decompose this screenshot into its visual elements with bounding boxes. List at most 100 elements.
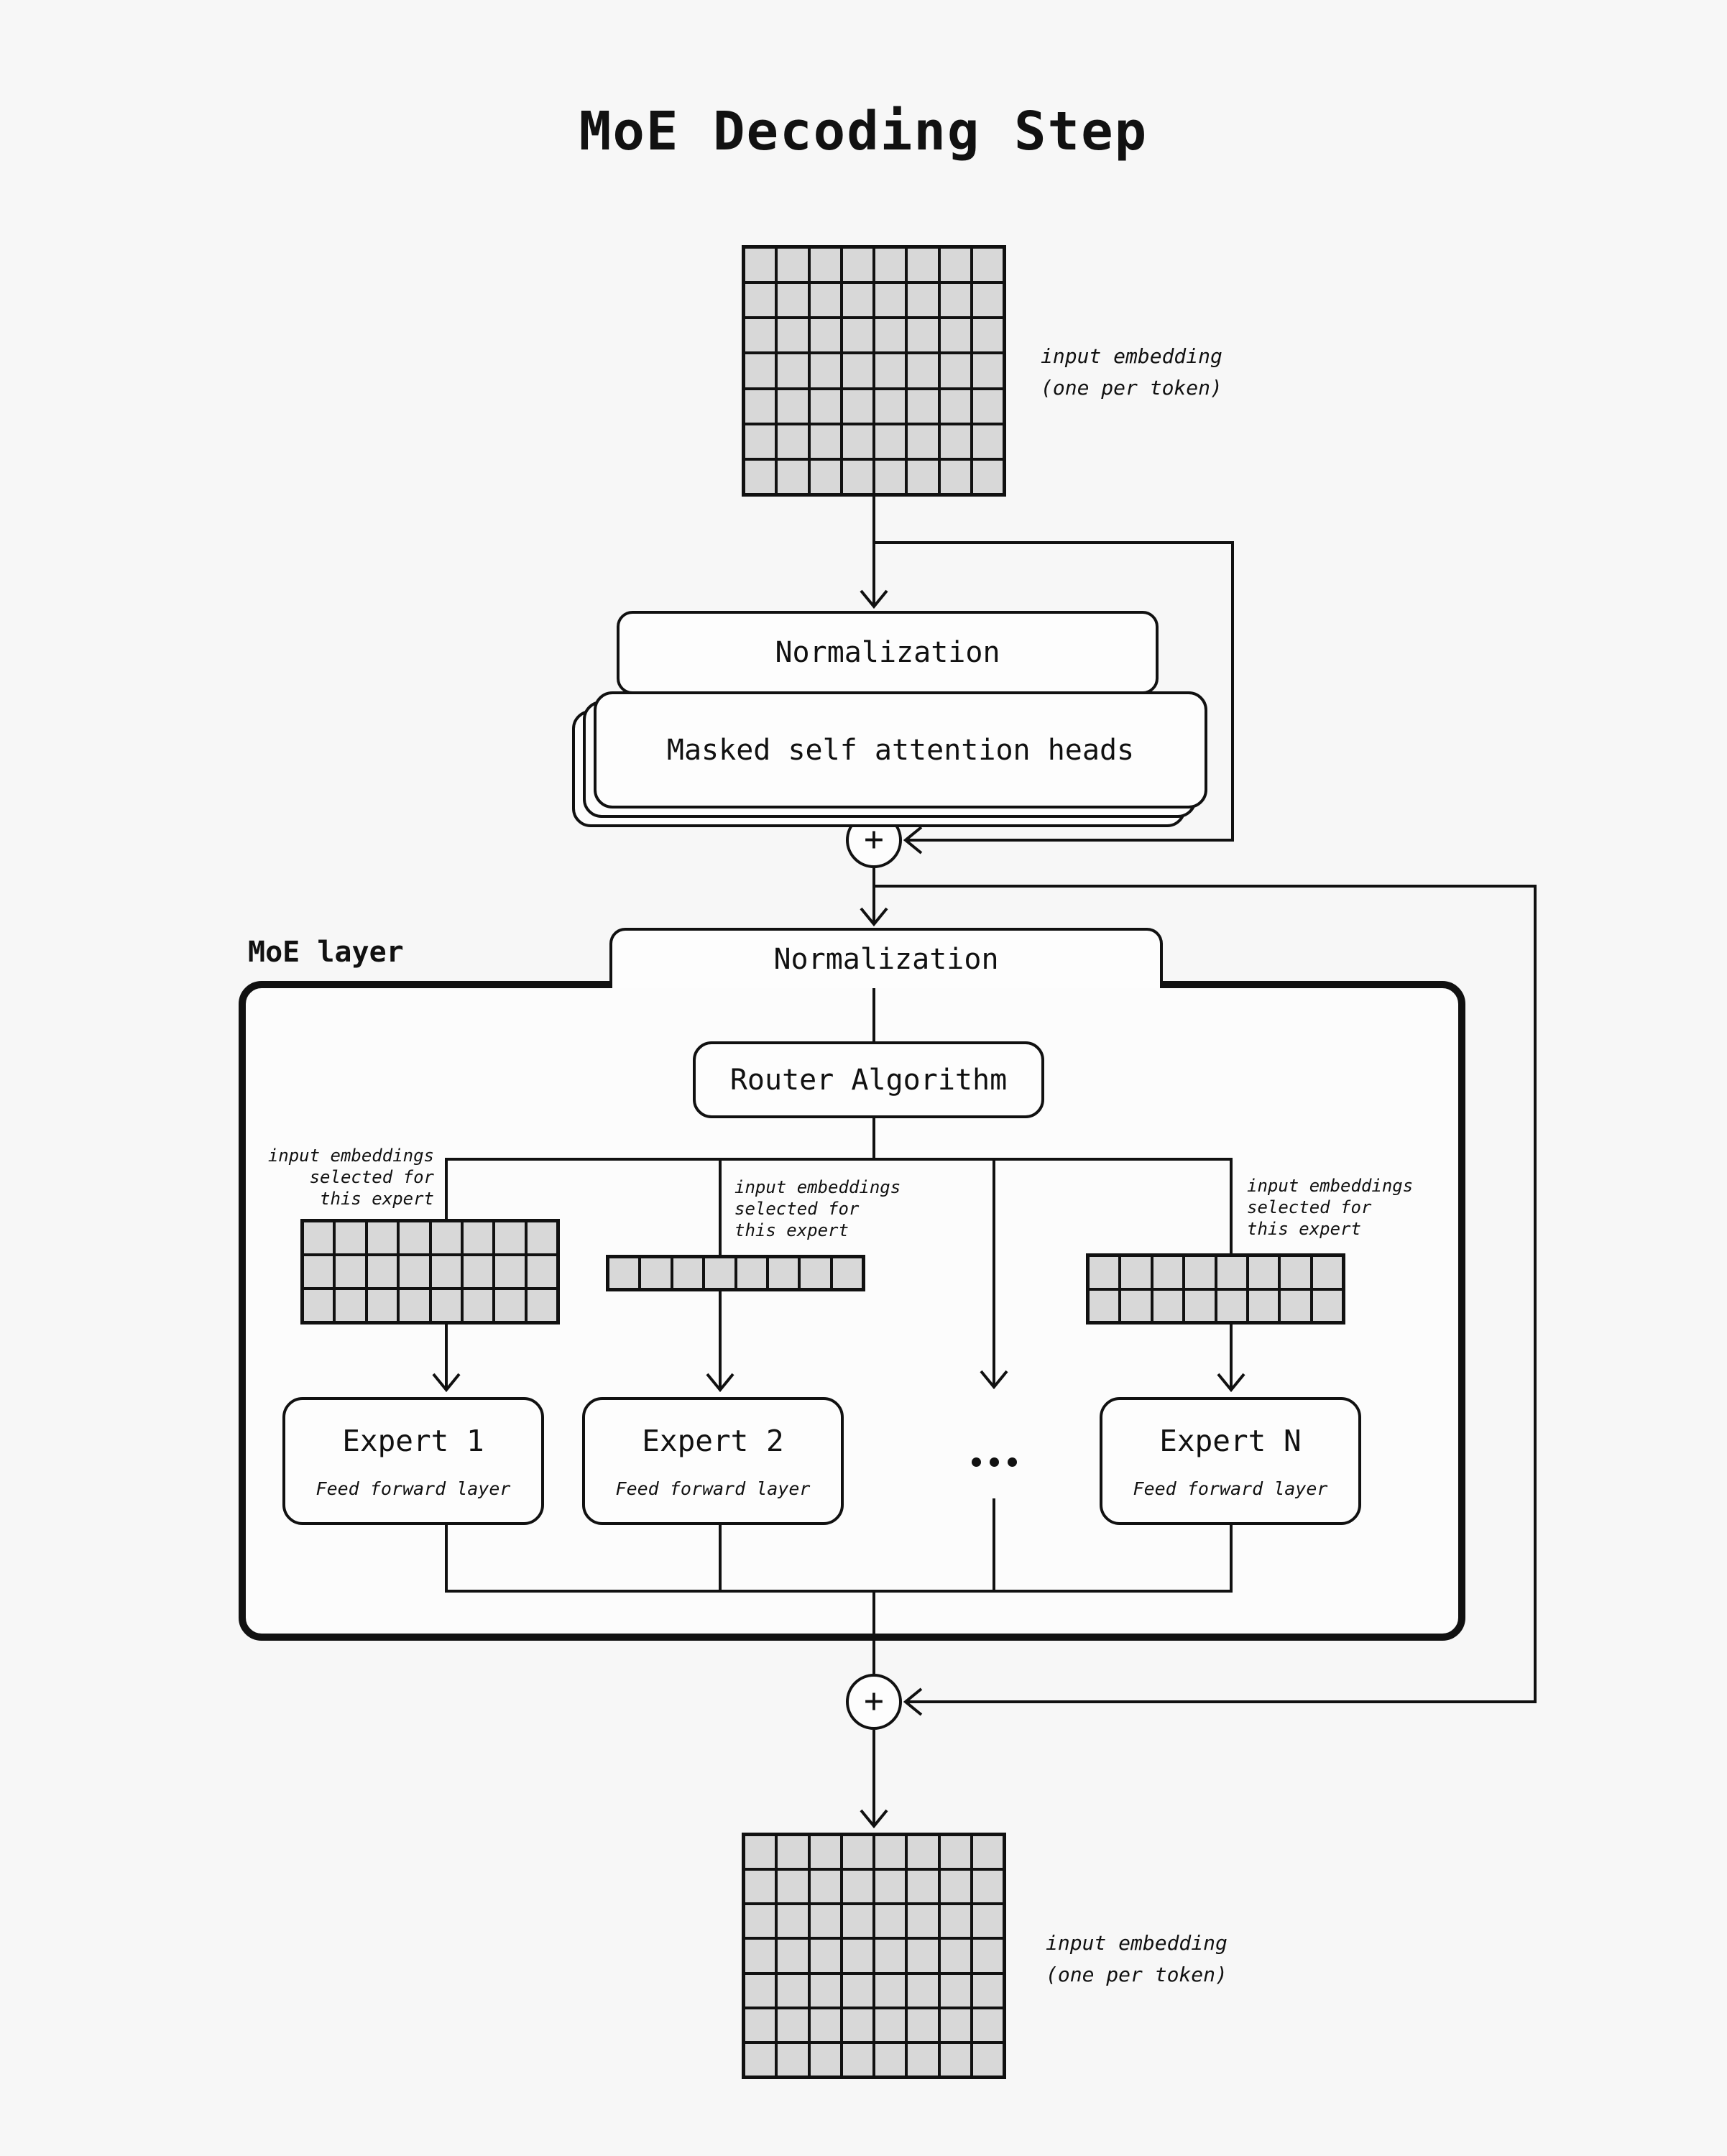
embedding-cell [527,1290,556,1321]
embedding-cell [832,1258,862,1288]
embedding-cell [495,1222,525,1253]
embedding-cell [875,1974,906,2007]
embedding-cell [778,284,808,317]
expert-n-box: Expert N Feed forward layer [1100,1397,1361,1525]
embedding-cell [609,1258,639,1288]
embedding-cell [842,1836,872,1869]
embedding-cell [1121,1290,1151,1321]
embedding-cell [778,425,808,458]
embedding-cell [875,390,906,423]
embedding-cell [940,2043,970,2076]
expertn-embeddings-grid [1086,1253,1345,1325]
embedding-cell [810,1974,840,2007]
embedding-cell [940,249,970,282]
embedding-cell [768,1258,798,1288]
expert-2-type: Feed forward layer [615,1478,811,1499]
embedding-cell [875,2009,906,2041]
embedding-cell [972,460,1003,493]
embedding-cell [810,2043,840,2076]
embedding-cell [745,284,775,317]
embedding-cell [908,2043,938,2076]
embedding-cell [641,1258,671,1288]
arrowhead-into-norm2 [860,907,888,927]
embedding-cell [842,460,872,493]
embedding-cell [972,390,1003,423]
embedding-cell [1090,1257,1119,1288]
more-experts-ellipsis-icon [972,1457,1017,1467]
embedding-cell [875,1836,906,1869]
embedding-cell [940,1940,970,1972]
input-embedding-grid [742,245,1006,497]
embedding-cell [1281,1257,1310,1288]
embedding-cell [367,1290,397,1321]
embedding-cell [875,319,906,352]
embedding-cell [745,354,775,387]
output-embedding-grid [742,1833,1006,2079]
embedding-cell [400,1290,429,1321]
embedding-cell [908,1905,938,1938]
ellipsis-dot [972,1457,981,1467]
embedding-cell [778,390,808,423]
embedding-cell [737,1258,766,1288]
embedding-cell [972,1836,1003,1869]
embedding-cell [810,284,840,317]
embedding-cell [778,2009,808,2041]
expert-1-name: Expert 1 [342,1423,484,1458]
embedding-cell [1121,1257,1151,1288]
embedding-cell [842,1940,872,1972]
embedding-cell [842,284,872,317]
embedding-cell [940,1905,970,1938]
normalization-2-box: Normalization [609,928,1163,988]
embedding-cell [908,2009,938,2041]
embedding-cell [940,284,970,317]
embedding-cell [842,354,872,387]
embedding-cell [875,354,906,387]
embedding-cell [1185,1257,1215,1288]
expert-1-type: Feed forward layer [316,1478,511,1499]
embedding-cell [1217,1290,1246,1321]
embedding-cell [842,2009,872,2041]
embedding-cell [336,1290,365,1321]
embedding-cell [336,1222,365,1253]
arrowhead-into-expert1 [432,1373,461,1393]
normalization-1-label: Normalization [775,636,1000,669]
embedding-cell [304,1290,333,1321]
router-algorithm-box: Router Algorithm [693,1041,1044,1118]
embedding-cell [842,1871,872,1903]
normalization-2-label: Normalization [773,943,999,976]
embedding-cell [1248,1257,1279,1288]
normalization-1-box: Normalization [617,611,1159,694]
arrowhead-into-plus2 [903,1687,923,1716]
page-title: MoE Decoding Step [579,101,1148,162]
embedding-cell [810,249,840,282]
plus-icon: + [864,819,884,858]
embedding-cell [810,354,840,387]
skip-connection-2 [874,885,1537,1703]
embedding-cell [940,319,970,352]
embedding-cell [1153,1290,1183,1321]
embedding-cell [778,1974,808,2007]
embedding-cell [972,249,1003,282]
embedding-cell [908,354,938,387]
embedding-cell [940,354,970,387]
embedding-cell [673,1258,703,1288]
embedding-cell [431,1222,461,1253]
embedding-cell [972,284,1003,317]
embedding-cell [778,1905,808,1938]
selected-embeddings-label-1: input embeddings selected for this exper… [267,1146,434,1209]
residual-add-2: + [846,1674,902,1730]
embedding-cell [778,2043,808,2076]
embedding-cell [495,1256,525,1287]
embedding-cell [463,1290,493,1321]
arrowhead-into-plus1 [903,826,923,854]
embedding-cell [810,1871,840,1903]
embedding-cell [1312,1290,1342,1321]
embedding-cell [810,1905,840,1938]
embedding-cell [778,1871,808,1903]
arrowhead-into-expertn [1217,1373,1245,1393]
embedding-cell [1312,1257,1342,1288]
embedding-cell [940,1871,970,1903]
expert-2-box: Expert 2 Feed forward layer [582,1397,844,1525]
embedding-cell [972,1974,1003,2007]
embedding-cell [745,1871,775,1903]
